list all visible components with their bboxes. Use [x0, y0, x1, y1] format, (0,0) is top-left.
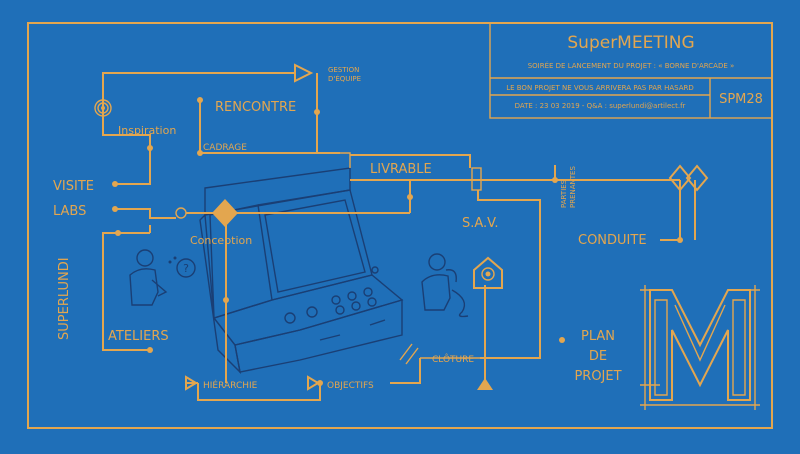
label-objectifs: OBJECTIFS	[327, 381, 374, 391]
livrable-resistor-icon	[471, 167, 482, 191]
label-gestion-line2: D'ÉQUIPE	[328, 74, 361, 83]
question-mark: ?	[183, 262, 189, 275]
signal-house-icon	[473, 256, 503, 289]
title-block: SuperMEETING SOIRÉE DE LANCEMENT DU PROJ…	[489, 22, 773, 119]
label-superlundi: SUPERLUNDI	[57, 257, 72, 340]
label-cloture: CLÔTURE	[432, 353, 474, 365]
outer-frame	[27, 22, 773, 429]
label-hierarchie: HIÉRARCHIE	[203, 379, 258, 391]
cloture-triangle-icon	[477, 378, 493, 390]
label-parties-line2: PRENANTES	[569, 166, 577, 208]
label-ateliers: ATELIERS	[108, 329, 169, 344]
title-block-subtitle: SOIRÉE DE LANCEMENT DU PROJET : « BORNE …	[528, 61, 735, 70]
label-parties-line1: PARTIES	[560, 179, 568, 208]
connector-circle-icon	[175, 207, 187, 219]
label-labs: LABS	[53, 204, 86, 219]
label-cadrage: CADRAGE	[203, 143, 247, 153]
label-rencontre: RENCONTRE	[215, 100, 296, 115]
label-plan-line1: PLAN	[581, 329, 615, 344]
objectifs-arrow-icon	[307, 375, 320, 391]
conception-diamond-icon	[212, 199, 238, 227]
double-diamond-icon	[668, 164, 709, 192]
label-plan-line2: DE	[589, 349, 607, 364]
title-block-title: SuperMEETING	[567, 33, 694, 53]
label-sav: S.A.V.	[462, 216, 499, 231]
label-gestion-line1: GESTION	[328, 66, 359, 74]
target-icon	[94, 99, 112, 117]
m-logo-icon	[640, 285, 760, 410]
label-inspiration: Inspiration	[118, 124, 176, 137]
gestion-arrow-icon	[294, 63, 314, 83]
title-block-date: DATE : 23 03 2019 - Q&A : superlundi@art…	[515, 102, 686, 110]
junction-dots	[112, 97, 683, 386]
support-figure	[421, 253, 469, 318]
thinker-figure: ?	[129, 249, 196, 306]
label-conception: Conception	[190, 234, 252, 247]
label-visite: VISITE	[53, 179, 94, 194]
label-livrable: LIVRABLE	[370, 162, 432, 177]
label-conduite: CONDUITE	[578, 233, 647, 248]
cloture-break-icon	[399, 343, 419, 365]
hierarchie-arrow-icon	[185, 375, 198, 391]
title-block-tagline: LE BON PROJET NE VOUS ARRIVERA PAS PAR H…	[506, 84, 694, 92]
title-block-code: SPM28	[719, 92, 763, 107]
label-plan-line3: PROJET	[574, 369, 621, 384]
arcade-cabinet-drawing	[199, 167, 404, 375]
